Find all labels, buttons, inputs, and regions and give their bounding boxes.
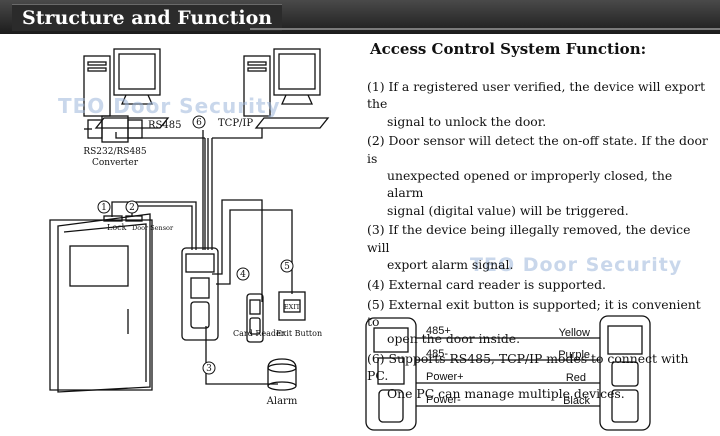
pc-computer-2-icon <box>243 48 330 129</box>
wiring-color-1: Yellow <box>559 327 590 339</box>
function-item-1-line1: (1) If a registered user verified, the d… <box>367 79 706 112</box>
header-stripe <box>250 28 720 30</box>
wiring-signal-2: 485- <box>426 348 448 360</box>
wiring-diagram: 485+ Yellow 485- Purple Power+ Red Power… <box>365 315 651 431</box>
exit-button-icon <box>278 291 306 321</box>
function-item-5-line2: open the door inside. <box>387 331 521 347</box>
marker-5 <box>280 259 294 273</box>
watermark-right: TEO Door Security <box>470 254 683 276</box>
marker-1-text: 1 <box>101 203 107 213</box>
wiring-signal-3: Power+ <box>426 371 464 383</box>
function-item-1-line2: signal to unlock the door. <box>387 113 547 129</box>
function-item-6-line2: One PC can manage multiple devices. <box>387 385 625 401</box>
page-title: Structure and Function <box>12 4 283 31</box>
marker-6 <box>192 115 206 129</box>
exit-sign-text: EXIT <box>284 303 301 311</box>
marker-4-text: 4 <box>240 270 246 280</box>
function-item-3: (3) If the device being illegally remove… <box>367 221 712 273</box>
wiring-signal-4: Power- <box>426 394 461 406</box>
converter-label-line1: RS232/RS485 <box>83 147 147 157</box>
wiring-device-left-icon <box>365 317 417 431</box>
function-item-2-line1: (2) Door sensor will detect the on-off s… <box>367 133 708 166</box>
marker-2-text: 2 <box>129 203 135 213</box>
function-item-2: (2) Door sensor will detect the on-off s… <box>367 132 712 218</box>
marker-6-text: 6 <box>196 118 202 128</box>
access-control-device-icon <box>181 247 219 341</box>
alarm-siren-icon <box>267 358 297 391</box>
marker-3 <box>202 361 216 375</box>
door-frame-icon <box>49 213 153 393</box>
functions-list: (1) If a registered user verified, the d… <box>367 78 712 404</box>
function-item-2-line3: signal (digital value) will be triggered… <box>387 202 629 218</box>
function-item-1: (1) If a registered user verified, the d… <box>367 78 712 130</box>
functions-title: Access Control System Function: <box>370 40 647 58</box>
function-item-2-line2: unexpected opened or improperly closed, … <box>387 167 673 201</box>
exit-button-label: Exit Button <box>276 329 322 338</box>
card-reader-icon <box>246 293 264 343</box>
card-reader-label: Card Reader <box>233 329 285 338</box>
function-item-4-line1: (4) External card reader is supported. <box>367 276 606 292</box>
wiring-signal-1: 485+ <box>426 325 451 337</box>
marker-1 <box>97 200 111 214</box>
wiring-color-4: Black <box>563 395 590 407</box>
door-sensor-label: Door Sensor <box>132 224 174 232</box>
marker-3-text: 3 <box>206 364 212 374</box>
function-item-4: (4) External card reader is supported. <box>367 276 712 293</box>
wiring-device-right-icon <box>599 315 651 431</box>
header-bar: Structure and Function <box>0 0 720 34</box>
tcpip-label: TCP/IP <box>218 118 253 129</box>
marker-4 <box>236 267 250 281</box>
function-item-6: (6) Supports RS485, TCP/IP modes to conn… <box>367 350 712 402</box>
function-item-3-line1: (3) If the device being illegally remove… <box>367 222 691 255</box>
wiring-color-3: Red <box>566 372 586 384</box>
marker-5-text: 5 <box>284 262 290 272</box>
wiring-color-2: Purple <box>558 349 590 361</box>
marker-2 <box>125 200 139 214</box>
converter-label-line2: Converter <box>92 158 139 168</box>
rs485-label: RS485 <box>148 120 181 131</box>
pc-computer-1-icon <box>83 48 170 129</box>
alarm-label: Alarm <box>266 396 298 407</box>
system-structure-diagram: 1 2 6 4 5 3 RS485 TCP/IP RS232/RS485 Con… <box>49 48 330 407</box>
watermark-top: TEO Door Security <box>58 94 281 118</box>
function-item-3-line2: export alarm signal. <box>387 256 514 272</box>
lock-label: Lock <box>107 223 127 232</box>
